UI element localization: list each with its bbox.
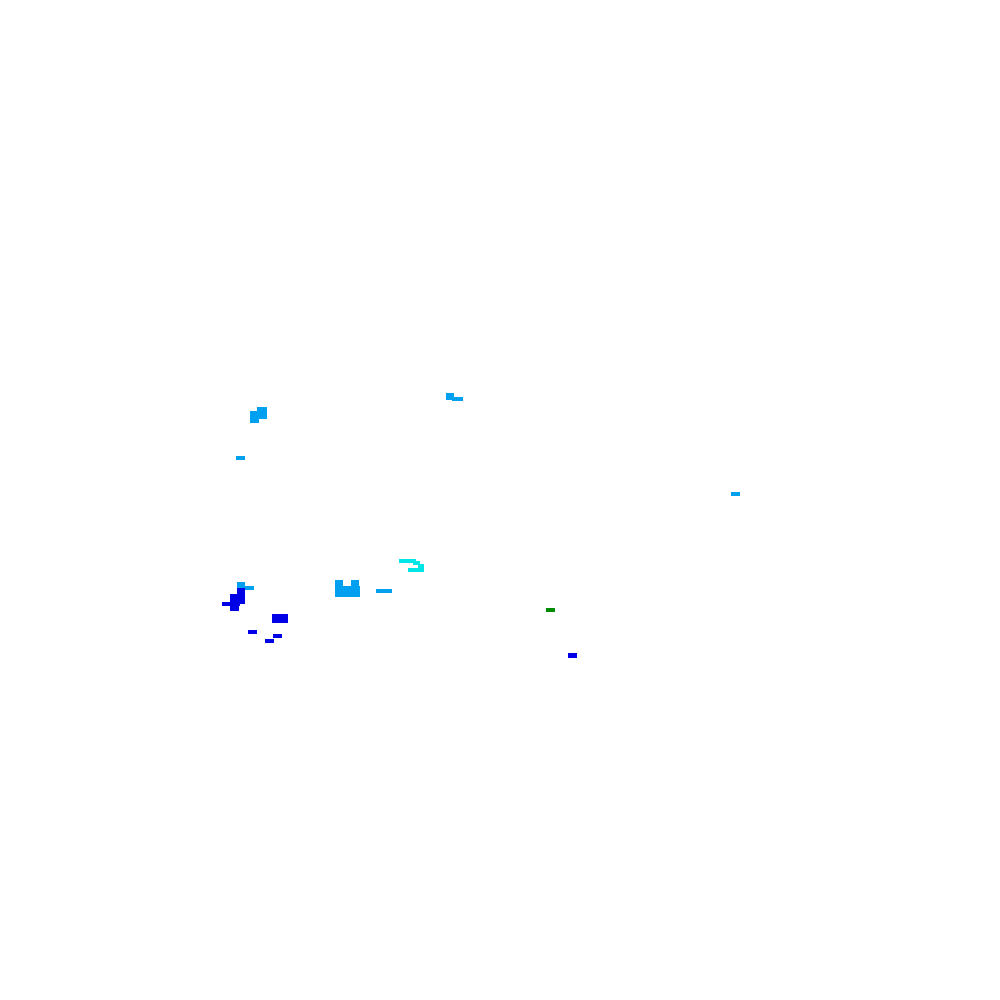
- region-green-dot: [546, 608, 555, 612]
- region-central-dash: [376, 589, 392, 593]
- region-nw-blob: [250, 407, 267, 423]
- region-south-specks: [248, 630, 282, 643]
- region-sw-cluster-dark: [222, 588, 245, 611]
- region-west-dot: [236, 456, 245, 460]
- region-south-block: [272, 614, 288, 623]
- region-central-block: [335, 580, 360, 597]
- region-sw-cluster-light: [237, 582, 254, 590]
- region-east-dot: [731, 492, 740, 496]
- region-cyan-arc: [399, 559, 424, 572]
- region-se-dot: [568, 653, 577, 658]
- region-north-strip: [446, 393, 463, 401]
